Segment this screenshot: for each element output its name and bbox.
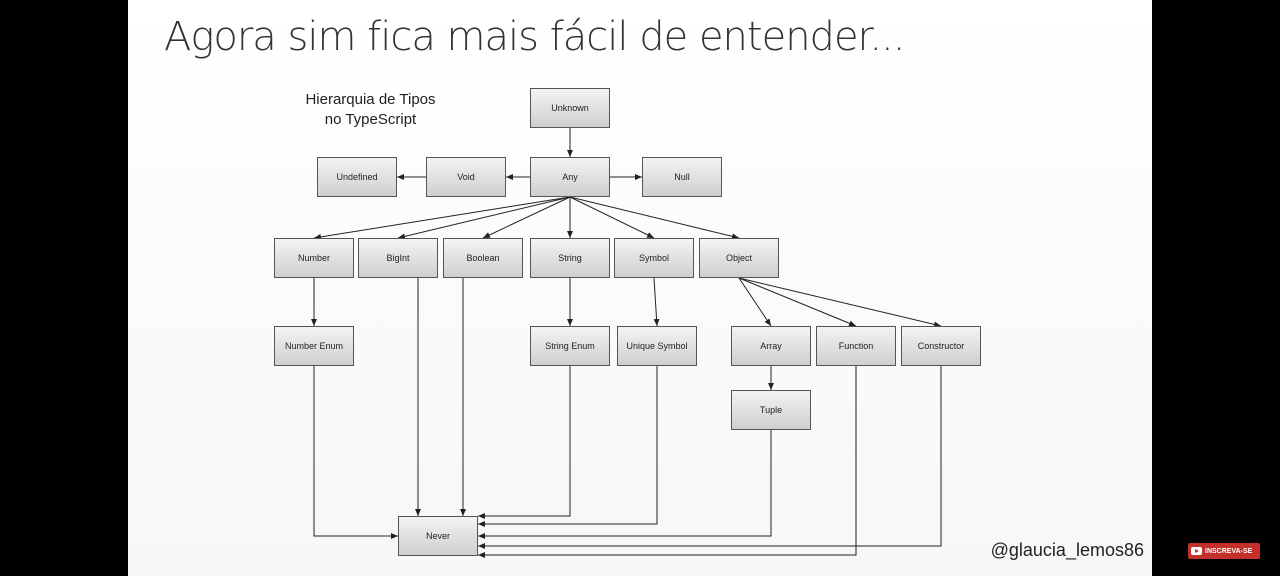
edge-object-to-constructor [738, 277, 942, 328]
author-handle: @glaucia_lemos86 [990, 540, 1144, 560]
slide: Agora sim fica mais fácil de entender...… [128, 0, 1152, 576]
node-string-enum: String Enum [530, 326, 610, 366]
subscribe-label: INSCREVA-SE [1205, 547, 1253, 555]
node-symbol: Symbol [614, 238, 694, 278]
edge-any-to-boolean [482, 196, 571, 239]
subscribe-button[interactable]: INSCREVA-SE [1188, 543, 1260, 559]
node-array: Array [731, 326, 811, 366]
node-void: Void [426, 157, 506, 197]
edge-constructor-to-never [478, 366, 942, 549]
edge-string-enum-to-never [478, 366, 571, 519]
edge-any-to-symbol [569, 196, 655, 239]
node-number-enum: Number Enum [274, 326, 354, 366]
node-number: Number [274, 238, 354, 278]
edge-unique-symbol-to-never [478, 366, 658, 527]
node-tuple: Tuple [731, 390, 811, 430]
caption-line-2: no TypeScript [324, 111, 417, 128]
node-function: Function [816, 326, 896, 366]
edge-symbol-to-unique-symbol [653, 277, 660, 327]
edge-object-to-function [738, 277, 857, 327]
diagram-connectors [311, 128, 942, 558]
edge-number-enum-to-never [313, 366, 398, 539]
node-null: Null [642, 157, 722, 197]
edge-any-to-object [569, 196, 740, 240]
edge-any-to-bigint [397, 196, 571, 240]
edge-any-to-number [313, 196, 571, 240]
node-boolean: Boolean [443, 238, 523, 278]
node-never: Never [398, 516, 478, 556]
node-object: Object [699, 238, 779, 278]
node-string: String [530, 238, 610, 278]
youtube-icon [1191, 547, 1202, 555]
node-any: Any [530, 157, 610, 197]
edge-tuple-to-never [478, 430, 772, 539]
edge-function-to-never [478, 366, 857, 558]
edge-object-to-array [738, 277, 772, 327]
caption-line-1: Hierarquia de Tipos [305, 91, 436, 108]
node-undefined: Undefined [317, 157, 397, 197]
node-unknown: Unknown [530, 88, 610, 128]
slide-title: Agora sim fica mais fácil de entender... [164, 14, 905, 60]
node-constructor: Constructor [901, 326, 981, 366]
node-bigint: BigInt [358, 238, 438, 278]
diagram-caption: Hierarquia de Tipos no TypeScript [288, 90, 453, 130]
node-unique-symbol: Unique Symbol [617, 326, 697, 366]
